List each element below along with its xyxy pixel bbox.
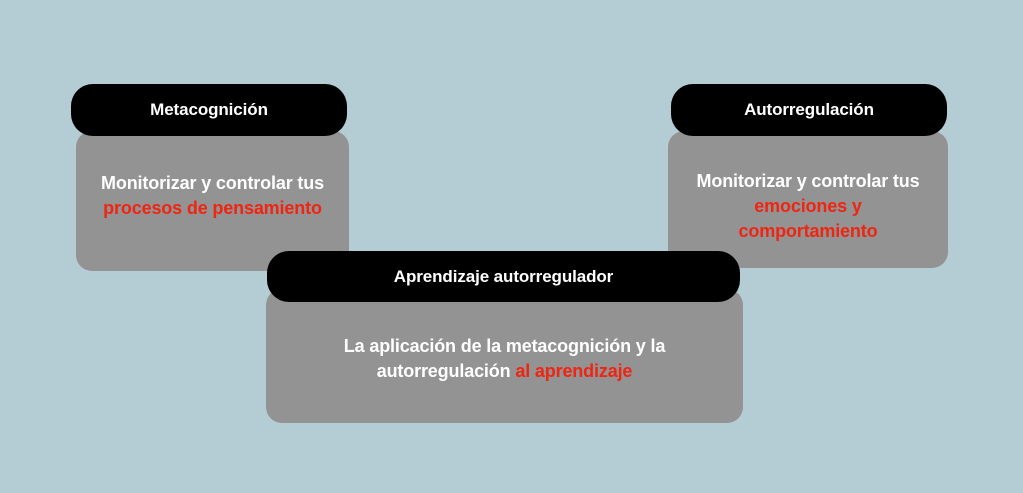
card-metacognicion-body: Monitorizar y controlar tus procesos de … (76, 131, 349, 271)
card-autorregulacion-line-1: Monitorizar y controlar tus (696, 171, 920, 191)
card-autorregulacion-header: Autorregulación (671, 84, 947, 136)
card-autorregulacion-line-3-accent: comportamiento (738, 221, 878, 241)
card-aprendizaje-body-text: La aplicación de la metacognición y la a… (338, 334, 671, 384)
card-metacognicion-line-1: Monitorizar y controlar tus (101, 173, 324, 193)
card-aprendizaje-line-2-accent: al aprendizaje (515, 361, 633, 381)
card-metacognicion-line-2-accent: procesos de pensamiento (103, 198, 322, 218)
card-metacognicion-body-text: Monitorizar y controlar tus procesos de … (95, 171, 330, 221)
card-metacognicion-title: Metacognición (150, 100, 268, 119)
card-aprendizaje-title: Aprendizaje autorregulador (393, 266, 614, 286)
card-aprendizaje-line-2: autorregulación (376, 361, 516, 381)
card-metacognicion-header: Metacognición (71, 84, 347, 136)
card-aprendizaje-header: Aprendizaje autorregulador (267, 251, 740, 302)
card-autorregulacion-body: Monitorizar y controlar tus emociones y … (668, 131, 948, 268)
card-aprendizaje-line-1: La aplicación de la metacognición y la (343, 336, 666, 356)
card-autorregulacion-title: Autorregulación (744, 100, 874, 119)
card-autorregulacion-body-text: Monitorizar y controlar tus emociones y … (691, 169, 926, 244)
card-aprendizaje-body: La aplicación de la metacognición y la a… (266, 289, 743, 423)
card-autorregulacion-line-2-accent: emociones y (754, 196, 862, 216)
